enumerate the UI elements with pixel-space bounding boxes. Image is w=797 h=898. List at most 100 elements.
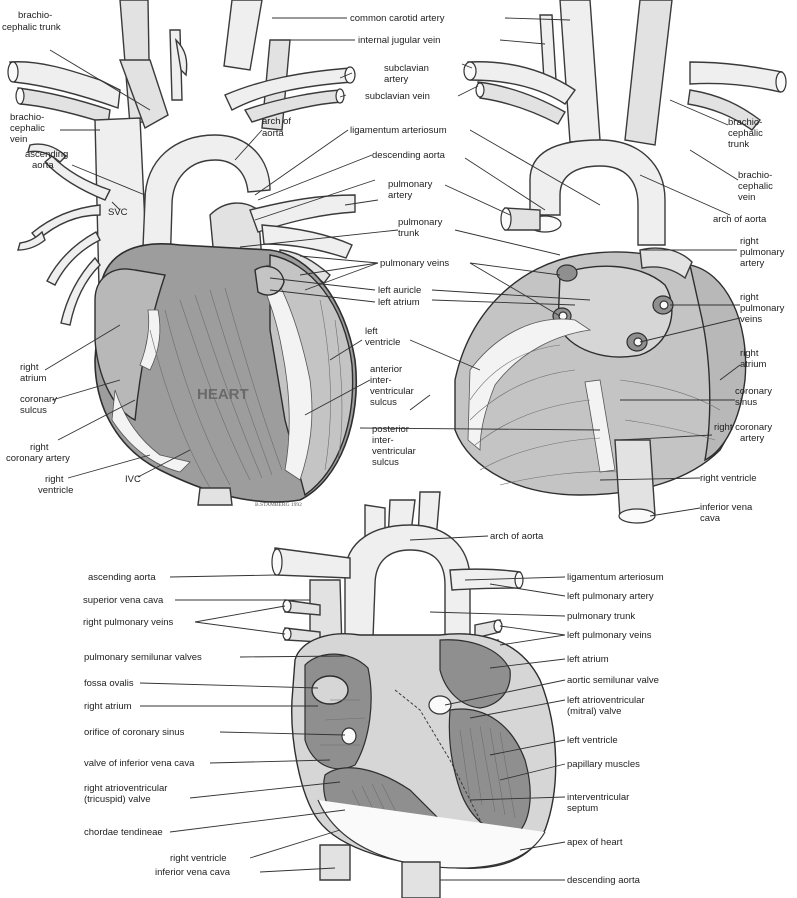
label: pulmonary veins (380, 258, 449, 269)
section-view-illustration (272, 492, 556, 898)
label: right (740, 348, 759, 359)
label: right atrioventricular (84, 783, 167, 794)
label: inferior vena cava (155, 867, 231, 878)
label: atrium (740, 359, 766, 370)
label: left atrium (567, 654, 609, 665)
label: right coronary (714, 422, 772, 433)
label: ascending (25, 149, 68, 160)
label: left atrium (378, 297, 420, 308)
label: pulmonary trunk (567, 611, 635, 622)
label: cephalic (10, 123, 45, 134)
label: right ventricle (700, 473, 757, 484)
section-left-labels: ascending aorta superior vena cava right… (83, 572, 231, 878)
label: inter- (372, 435, 394, 446)
label: descending aorta (372, 150, 446, 161)
label: sinus (735, 397, 757, 408)
label: brachio- (18, 10, 52, 21)
label: trunk (728, 139, 749, 150)
label: sulcus (370, 397, 397, 408)
label: right (20, 362, 39, 373)
label: aorta (262, 128, 284, 139)
heart-label: HEART (197, 386, 249, 403)
label: aortic semilunar valve (567, 675, 659, 686)
label: right (740, 292, 759, 303)
label: ventricle (365, 337, 400, 348)
label: right atrium (84, 701, 132, 712)
label: artery (384, 74, 409, 85)
label: ventricular (370, 386, 414, 397)
label: chordae tendineae (84, 827, 163, 838)
label: inter- (370, 375, 392, 386)
label: right (30, 442, 49, 453)
label: brachio- (728, 117, 762, 128)
label: interventricular (567, 792, 629, 803)
label: pulmonary (388, 179, 433, 190)
label: trunk (398, 228, 419, 239)
label: pulmonary (740, 303, 785, 314)
anterior-view-illustration: HEART B.STAMBERG 1992 (8, 0, 356, 508)
label: left pulmonary artery (567, 591, 654, 602)
posterior-view-illustration (455, 0, 786, 523)
label: SVC (108, 207, 128, 218)
label: pulmonary semilunar valves (84, 652, 202, 663)
label: cephalic trunk (2, 22, 61, 33)
label: (tricuspid) valve (84, 794, 151, 805)
label: right (740, 236, 759, 247)
label: ascending aorta (88, 572, 156, 583)
label: aorta (32, 160, 54, 171)
label: pulmonary (398, 217, 443, 228)
label: left atrioventricular (567, 695, 645, 706)
label: anterior (370, 364, 402, 375)
label: descending aorta (567, 875, 641, 886)
label: arch of aorta (713, 214, 767, 225)
label: ligamentum arteriosum (567, 572, 664, 583)
label: atrium (20, 373, 46, 384)
label: left (365, 326, 378, 337)
label: artery (740, 258, 765, 269)
label: superior vena cava (83, 595, 164, 606)
label: brachio- (738, 170, 772, 181)
label: orifice of coronary sinus (84, 727, 185, 738)
label: ventricle (38, 485, 73, 496)
label: right pulmonary veins (83, 617, 174, 628)
label: coronary (735, 386, 772, 397)
label: fossa ovalis (84, 678, 134, 689)
label: valve of inferior vena cava (84, 758, 195, 769)
label: coronary (20, 394, 57, 405)
label: inferior vena (700, 502, 753, 513)
label: veins (740, 314, 762, 325)
label: right ventricle (170, 853, 227, 864)
label: left pulmonary veins (567, 630, 652, 641)
label: sulcus (20, 405, 47, 416)
label: brachio- (10, 112, 44, 123)
label: papillary muscles (567, 759, 640, 770)
label: coronary artery (6, 453, 70, 464)
artist-signature: B.STAMBERG 1992 (255, 502, 302, 508)
label: cava (700, 513, 721, 524)
label: artery (740, 433, 765, 444)
shared-labels: common carotid artery internal jugular v… (350, 13, 449, 308)
label: IVC (125, 474, 141, 485)
label: arch of (262, 116, 291, 127)
label: apex of heart (567, 837, 623, 848)
label: left auricle (378, 285, 421, 296)
label: internal jugular vein (358, 35, 440, 46)
label: left ventricle (567, 735, 618, 746)
label: arch of aorta (490, 531, 544, 542)
label: pulmonary (740, 247, 785, 258)
label: common carotid artery (350, 13, 445, 24)
label: subclavian vein (365, 91, 430, 102)
label: cephalic (738, 181, 773, 192)
label: sulcus (372, 457, 399, 468)
label: ventricular (372, 446, 416, 457)
label: cephalic (728, 128, 763, 139)
label: posterior (372, 424, 409, 435)
label: subclavian (384, 63, 429, 74)
label: septum (567, 803, 598, 814)
label: (mitral) valve (567, 706, 621, 717)
label: right (45, 474, 64, 485)
label: vein (10, 134, 27, 145)
label: vein (738, 192, 755, 203)
label: ligamentum arteriosum (350, 125, 447, 136)
